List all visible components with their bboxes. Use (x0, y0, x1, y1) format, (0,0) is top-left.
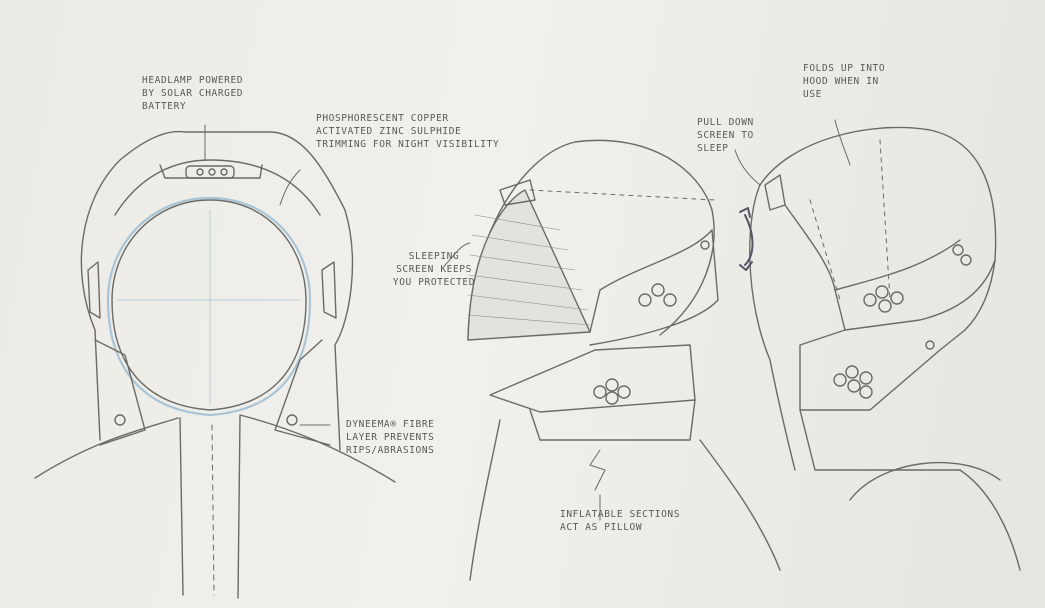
front-view-hood (35, 132, 395, 598)
annotation-phosphorescent-trim: Phosphorescent copper activated zinc sul… (316, 112, 546, 151)
side-view-awake (740, 127, 1020, 570)
annotation-headlamp: Headlamp powered by solar charged batter… (142, 74, 282, 113)
annotation-fibre-layer: Dyneema® fibre layer prevents rips/abras… (346, 418, 466, 457)
annotation-folds-up: Folds up into hood when in use (803, 62, 913, 101)
annotation-pull-down-screen: Pull down screen to sleep (697, 116, 787, 155)
annotation-sleeping-screen: Sleeping screen keeps you protected (384, 250, 484, 289)
annotation-inflatable-sections: Inflatable sections act as pillow (560, 508, 720, 534)
